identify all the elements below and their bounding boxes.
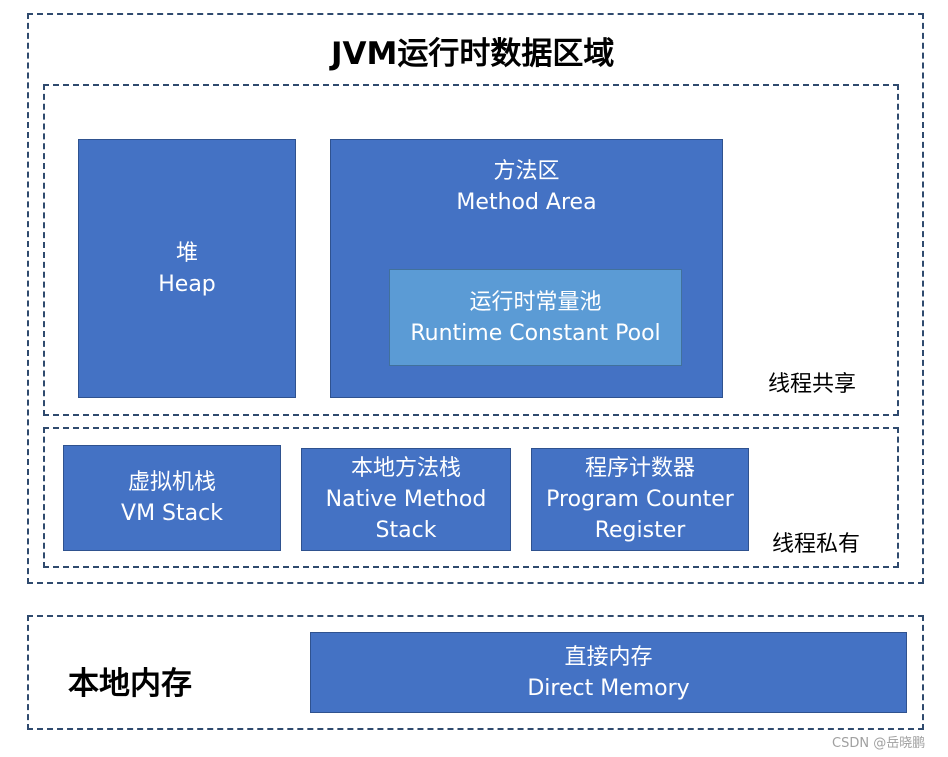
native-memory-label: 本地内存 [68, 666, 192, 702]
native-memory-region [27, 615, 924, 730]
thread-shared-region [43, 84, 899, 416]
thread-shared-label: 线程共享 [768, 372, 857, 397]
vm-stack-en: VM Stack [121, 501, 223, 526]
thread-private-region [43, 427, 899, 568]
method-area-en: Method Area [456, 190, 597, 215]
native-method-stack-box: 本地方法栈 Native Method Stack [301, 448, 511, 551]
direct-memory-en: Direct Memory [527, 675, 690, 701]
program-counter-cn: 程序计数器 [584, 456, 695, 481]
watermark: CSDN @岳晓鹏 [832, 736, 926, 751]
method-area-cn: 方法区 [493, 159, 560, 184]
direct-memory-box: 直接内存 Direct Memory [310, 632, 907, 713]
vm-stack-cn: 虚拟机栈 [127, 470, 216, 495]
heap-en: Heap [158, 271, 216, 297]
vm-stack-box: 虚拟机栈 VM Stack [63, 445, 281, 551]
native-method-stack-en-2: Stack [375, 518, 437, 543]
runtime-constant-pool-box: 运行时常量池 Runtime Constant Pool [389, 269, 682, 366]
program-counter-register-box: 程序计数器 Program Counter Register [531, 448, 749, 551]
program-counter-en-1: Program Counter [546, 487, 734, 512]
heap-cn: 堆 [175, 240, 198, 266]
diagram-title: JVM运行时数据区域 [331, 36, 615, 72]
jvm-runtime-area [27, 13, 924, 584]
heap-box: 堆 Heap [78, 139, 296, 398]
runtime-constant-pool-cn: 运行时常量池 [469, 289, 602, 315]
native-method-stack-en-1: Native Method [325, 487, 487, 512]
direct-memory-cn: 直接内存 [564, 644, 653, 670]
runtime-constant-pool-en: Runtime Constant Pool [410, 320, 661, 346]
native-method-stack-cn: 本地方法栈 [350, 456, 461, 481]
thread-private-label: 线程私有 [772, 532, 861, 557]
program-counter-en-2: Register [594, 518, 686, 543]
